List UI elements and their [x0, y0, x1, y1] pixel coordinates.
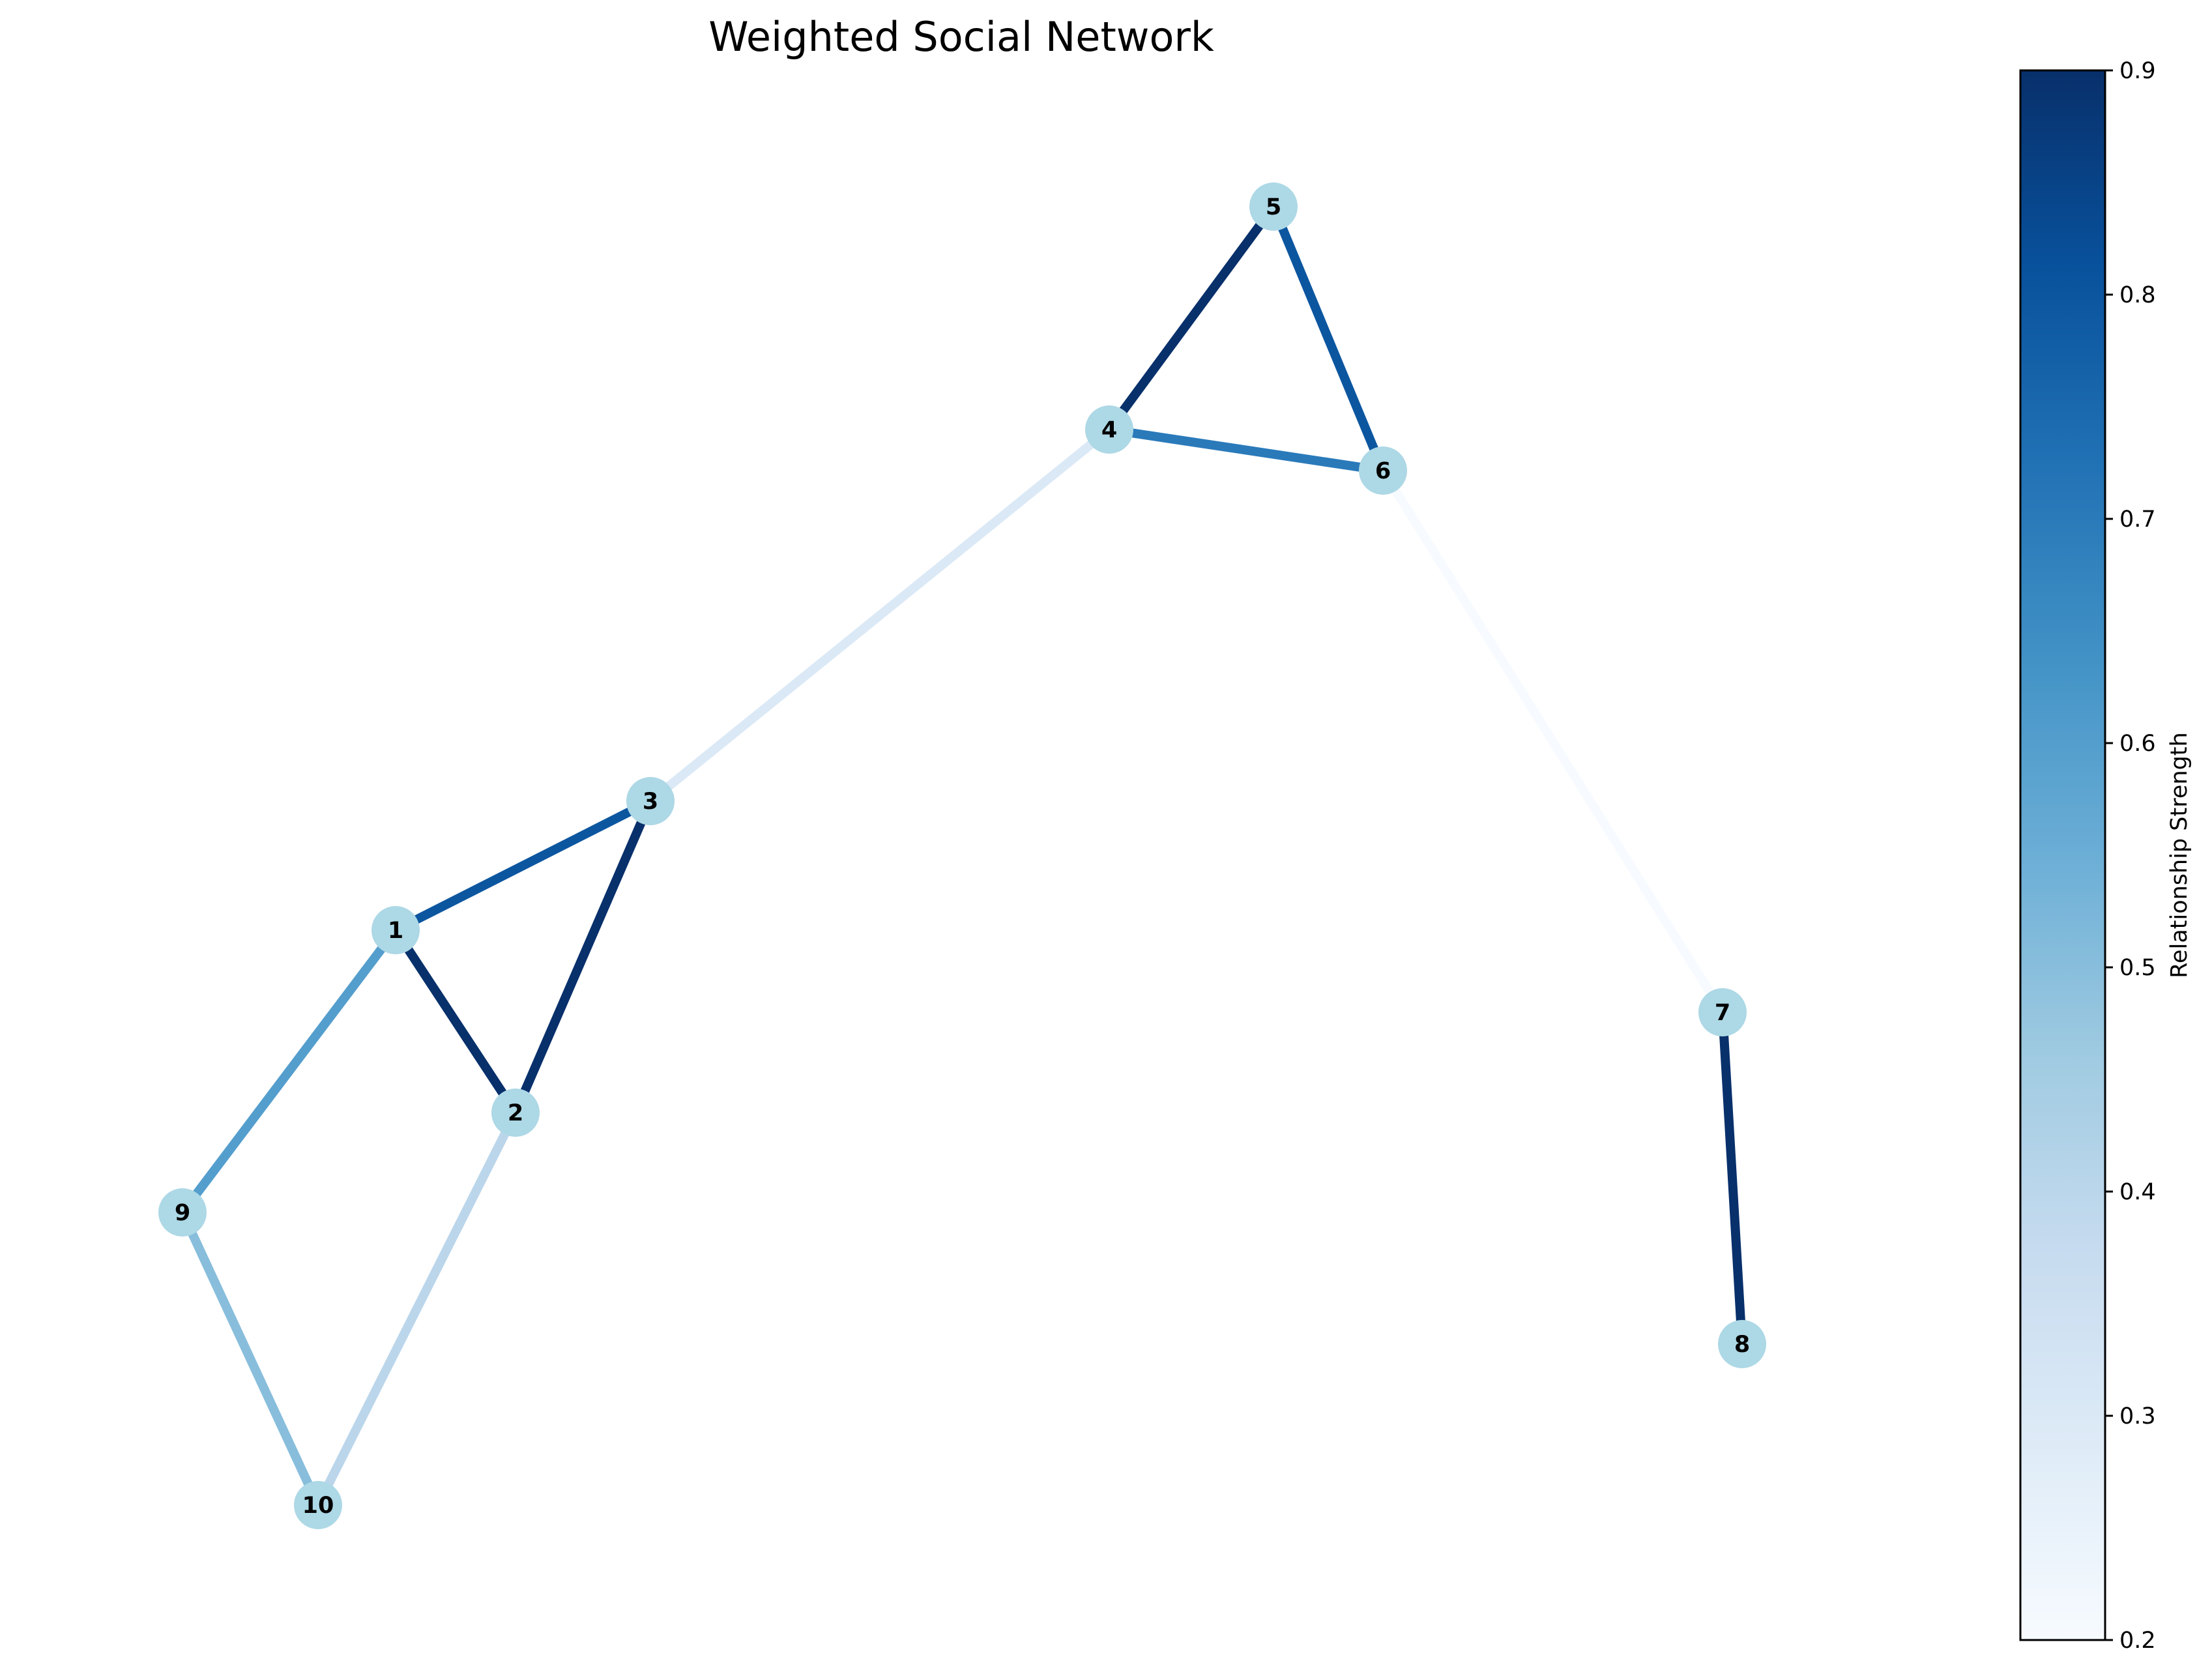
node-circle — [371, 906, 420, 954]
node-1: 1 — [371, 906, 420, 954]
node-circle — [1249, 183, 1298, 231]
node-4: 4 — [1085, 405, 1133, 454]
node-9: 9 — [158, 1188, 207, 1237]
edge-2-10 — [313, 1108, 520, 1510]
edge-4-5 — [1105, 202, 1278, 434]
colorbar-ticks: 0.2 0.3 0.4 0.5 0.6 0.7 0.8 0.9 — [2105, 58, 2156, 1654]
edge-7-8 — [1718, 1008, 1747, 1349]
node-label: 2 — [508, 1100, 523, 1126]
node-6: 6 — [1359, 447, 1407, 495]
colorbar-tick-label: 0.5 — [2119, 955, 2156, 981]
node-10: 10 — [294, 1481, 342, 1529]
edge-1-3 — [391, 797, 655, 935]
node-circle — [1359, 447, 1407, 495]
edges-layer — [178, 202, 1747, 1510]
edge-1-9 — [178, 926, 400, 1217]
node-label: 6 — [1375, 458, 1391, 484]
chart-title: Weighted Social Network — [708, 13, 1214, 61]
colorbar-tick-label: 0.8 — [2119, 282, 2156, 308]
node-2: 2 — [491, 1089, 540, 1137]
node-8: 8 — [1718, 1320, 1766, 1368]
node-circle — [491, 1089, 540, 1137]
node-circle — [158, 1188, 207, 1237]
node-5: 5 — [1249, 183, 1298, 231]
colorbar-label: Relationship Strength — [2166, 732, 2192, 978]
edge-6-7 — [1378, 466, 1727, 1017]
node-label: 4 — [1101, 417, 1117, 443]
node-circle — [1698, 988, 1747, 1036]
node-3: 3 — [626, 777, 675, 825]
node-label: 5 — [1266, 194, 1281, 220]
colorbar-tick-label: 0.6 — [2119, 731, 2156, 757]
node-label: 9 — [175, 1200, 190, 1226]
node-circle — [1085, 405, 1133, 454]
edge-5-6 — [1269, 202, 1388, 475]
colorbar-tick-label: 0.2 — [2119, 1628, 2156, 1654]
node-7: 7 — [1698, 988, 1747, 1036]
edge-2-3 — [511, 797, 655, 1117]
edge-1-2 — [391, 926, 520, 1117]
node-label: 7 — [1715, 1000, 1730, 1026]
edge-3-4 — [646, 425, 1114, 806]
nodes-layer: 1 2 3 4 5 6 7 8 9 10 — [158, 183, 1766, 1529]
colorbar-gradient — [2019, 69, 2106, 1641]
node-circle — [626, 777, 675, 825]
colorbar: 0.2 0.3 0.4 0.5 0.6 0.7 0.8 0.9 Relationship St… — [2019, 58, 2192, 1654]
node-label: 10 — [302, 1493, 334, 1519]
edge-4-6 — [1105, 425, 1388, 475]
colorbar-tick-label: 0.4 — [2119, 1179, 2156, 1205]
node-label: 8 — [1734, 1332, 1750, 1358]
node-label: 3 — [643, 789, 658, 815]
node-circle — [1718, 1320, 1766, 1368]
colorbar-tick-label: 0.3 — [2119, 1403, 2156, 1429]
node-label: 1 — [388, 918, 403, 944]
colorbar-tick-label: 0.7 — [2119, 506, 2156, 533]
colorbar-tick-label: 0.9 — [2119, 58, 2156, 84]
node-circle — [294, 1481, 342, 1529]
edge-9-10 — [178, 1208, 323, 1510]
